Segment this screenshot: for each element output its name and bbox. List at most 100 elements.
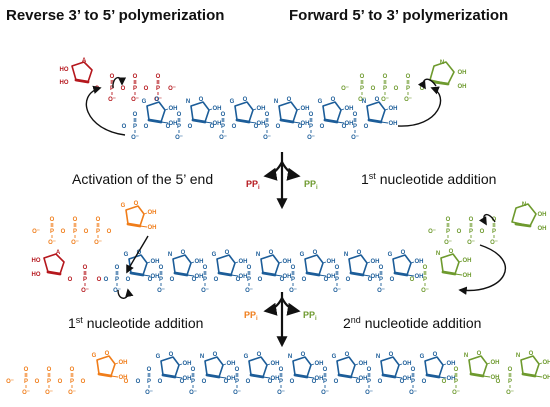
- blue-strand-row3-unit7-phosphate-o-minus-atom: O⁻: [409, 390, 417, 396]
- blue-strand-row1-unit6-ribose-ring: [366, 101, 386, 123]
- green-row2-2-bridge-oxygen-atom: O: [480, 229, 485, 235]
- blue-strand-row2-unit4-phosphate-o-minus-atom: O⁻: [245, 288, 253, 294]
- green-row3-nucleoside-1-ribose-front-bond: [469, 372, 485, 378]
- orange-row3-1-bridge-oxygen-atom: O: [35, 379, 40, 385]
- reverse-attack-arrow-row2: [126, 235, 149, 274]
- blue-strand-row3-unit6-hydroxyl-bond-2: [394, 376, 403, 379]
- blue-strand-row1-unit2-hydroxyl-bond-1: [208, 108, 213, 111]
- blue-strand-row3-unit2-hydroxyl-bond-2: [218, 376, 227, 379]
- blue-strand-row2-unit5-phosphate-phosphorus-atom: P: [291, 277, 295, 283]
- blue-strand-row3-unit7-hydroxyl-2prime: OH: [447, 361, 456, 367]
- blue-strand-row2-unit4-bridge-oxygen-left: O: [236, 277, 241, 283]
- blue-strand-row1-unit5-bridge-oxygen-right: O: [320, 124, 325, 130]
- blue-strand-row3-unit2-hydroxyl-bond-1: [222, 363, 227, 366]
- green-monomer-phosphate-1-phosphorus-atom: P: [360, 86, 364, 92]
- blue-strand-row2-unit5-phosphate-o-minus-atom: O⁻: [289, 288, 297, 294]
- blue-strand-row2-unit4-hydroxyl-2prime: OH: [283, 259, 292, 265]
- blue-strand-row1-unit4-bridge-oxygen-left: O: [254, 124, 259, 130]
- blue-strand-row1-unit4-phosphate-o-minus-atom: O⁻: [263, 135, 271, 141]
- green-row3-nucleoside-2-ring-oxygen-atom: O: [529, 351, 534, 357]
- ppi-label-orange: PPi: [244, 310, 258, 322]
- green-monomer-base-label: N: [440, 60, 444, 66]
- step-second-nucleotide-addition-forward: 2nd nucleotide addition: [343, 315, 481, 331]
- blue-strand-row2-unit1-bridge-oxygen-right: O: [126, 277, 131, 283]
- blue-strand-row3-unit4-phosphate-phosphorus-atom: P: [279, 379, 283, 385]
- blue-strand-row2-unit1-hydroxyl-3prime: OH: [151, 274, 160, 280]
- blue-strand-row1-unit2-bridge-oxygen-right: O: [188, 124, 193, 130]
- blue-strand-row3-unit2-bridge-oxygen-left: O: [180, 379, 185, 385]
- blue-strand-row1-unit3-phosphate-oxo-atom: O: [221, 112, 226, 118]
- blue-strand-row3-unit6-ribose-ring: [380, 356, 400, 378]
- green-row3-nucleoside-2-hydroxyl-2prime: OH: [543, 360, 550, 366]
- blue-strand-row3-unit5-bridge-oxygen-right: O: [334, 379, 339, 385]
- blue-strand-row3-unit4-hydroxyl-2prime: OH: [315, 361, 324, 367]
- step-activation-of-5-prime-end: Activation of the 5’ end: [72, 171, 213, 187]
- blue-strand-row2-unit3-phosphate-phosphorus-atom: P: [203, 277, 207, 283]
- orange-trimer-terminal-o-minus: O⁻: [32, 229, 40, 235]
- green-row3-nucleoside-2-ribose-ring: [520, 355, 540, 377]
- green-monomer-phosphate-1-o-minus-atom: O⁻: [358, 97, 366, 103]
- blue-strand-row3-unit4-bridge-oxygen-left: O: [268, 379, 273, 385]
- forward-leaving-arrow-row1: [417, 78, 437, 90]
- heading-reverse-polymerization: Reverse 3’ to 5’ polymerization: [6, 7, 224, 24]
- blue-strand-row1-unit2-hydroxyl-bond-2: [204, 121, 213, 124]
- blue-strand-row1-unit4-bridge-oxygen-right: O: [276, 124, 281, 130]
- blue-strand-row2-unit5-hydroxyl-bond-1: [322, 261, 327, 264]
- blue-strand-row2-unit2-hydroxyl-3prime: OH: [195, 274, 204, 280]
- blue-strand-row1-unit6-ribose-front-bond: [367, 118, 383, 124]
- ppi-branch-left-step2: [263, 297, 283, 316]
- blue-strand-row2-unit6-phosphate-phosphorus-atom: P: [335, 277, 339, 283]
- blue-strand-row2-unit2-phosphate-o-minus-atom: O⁻: [157, 288, 165, 294]
- blue-strand-row1-unit5-hydroxyl-bond-1: [340, 108, 345, 111]
- red-monomer-phosphate-1-o-minus-atom: O⁻: [108, 97, 116, 103]
- green-row2-ribose-front-bond: [514, 222, 532, 228]
- blue-strand-row2-unit6-hydroxyl-2prime: OH: [371, 259, 380, 265]
- red-row2-5prime-oxygen-atom: O: [68, 277, 73, 283]
- blue-strand-row2-unit2-ring-oxygen-atom: O: [181, 250, 186, 256]
- blue-strand-row3-unit7-hydroxyl-bond-1: [442, 363, 447, 366]
- blue-strand-row3-unit3-hydroxyl-3prime: OH: [271, 376, 280, 382]
- blue-strand-row1-unit3-ring-oxygen-atom: O: [243, 97, 248, 103]
- blue-strand-row3-unit1-phosphate-phosphorus-atom: P: [147, 379, 151, 385]
- blue-strand-row1-unit1-hydroxyl-2prime: OH: [169, 106, 178, 112]
- orange-trimer-phosphate-3-o-minus-atom: O⁻: [94, 240, 102, 246]
- green-row3-nucleoside-1-ring-oxygen-atom: O: [477, 351, 482, 357]
- blue-strand-row3-unit7-ring-oxygen-atom: O: [433, 352, 438, 358]
- red-monomer-ho-atom: HO: [60, 67, 69, 73]
- orange-row3-nucleoside-hydroxyl-2prime: OH: [119, 360, 128, 366]
- orange-row3-link-oxygen: O: [124, 379, 129, 385]
- blue-strand-row3-unit2-phosphate-phosphorus-atom: P: [191, 379, 195, 385]
- red-monomer-phosphate-2-o-minus-atom: O⁻: [131, 97, 139, 103]
- blue-strand-row2-unit6-hydroxyl-bond-1: [366, 261, 371, 264]
- orange-row3-nucleoside-ring-oxygen-atom: O: [105, 351, 110, 357]
- blue-strand-row2-unit2-hydroxyl-bond-1: [190, 261, 195, 264]
- blue-strand-row2-unit7-hydroxyl-bond-2: [406, 274, 415, 277]
- blue-strand-row2-unit2-bridge-oxygen-left: O: [148, 277, 153, 283]
- blue-strand-row1-unit6-phosphate-oxo-atom: O: [353, 112, 358, 118]
- blue-strand-row2-unit5-ring-oxygen-atom: O: [313, 250, 318, 256]
- blue-strand-row1-unit4-hydroxyl-bond-2: [292, 121, 301, 124]
- orange-trimer-phosphate-2-o-minus-atom: O⁻: [71, 240, 79, 246]
- reverse-leaving-arrow-row1: [112, 77, 127, 89]
- ppi-label-green-1: PPi: [304, 179, 318, 191]
- blue-strand-row2-unit7-phosphate-oxo-atom: O: [379, 265, 384, 271]
- green-row3-nucleoside-1-hydroxyl-bond-1: [486, 362, 491, 365]
- green-row3-bridge-oxygen-1: O: [442, 379, 447, 385]
- blue-strand-row2-unit2-hydroxyl-bond-2: [186, 274, 195, 277]
- red-row2-ho-atom: HO: [32, 258, 41, 264]
- red-monomer-terminal-o-minus: O⁻: [168, 86, 176, 92]
- green-row2-linked-bridge-oxygen: O: [410, 277, 415, 283]
- blue-strand-row2-unit3-phosphate-oxo-atom: O: [203, 265, 208, 271]
- green-monomer-ribose-front-bond: [432, 80, 450, 86]
- blue-strand-row1-unit3-hydroxyl-bond-1: [252, 108, 257, 111]
- orange-row3-phosphate-2-o-minus-atom: O⁻: [45, 390, 53, 396]
- blue-strand-row3-unit5-hydroxyl-3prime: OH: [359, 376, 368, 382]
- blue-strand-row3-unit5-ribose-front-bond: [337, 373, 353, 379]
- green-row2-phosphate-1-phosphorus-atom: P: [446, 229, 450, 235]
- blue-strand-row1-unit1-hydroxyl-3prime: OH: [169, 121, 178, 127]
- blue-strand-row2-unit6-base-label: N: [344, 252, 348, 258]
- blue-strand-row3-unit5-bridge-oxygen-left: O: [312, 379, 317, 385]
- blue-strand-row3-unit4-hydroxyl-bond-1: [310, 363, 315, 366]
- blue-strand-row3-unit5-base-label: G: [332, 354, 337, 360]
